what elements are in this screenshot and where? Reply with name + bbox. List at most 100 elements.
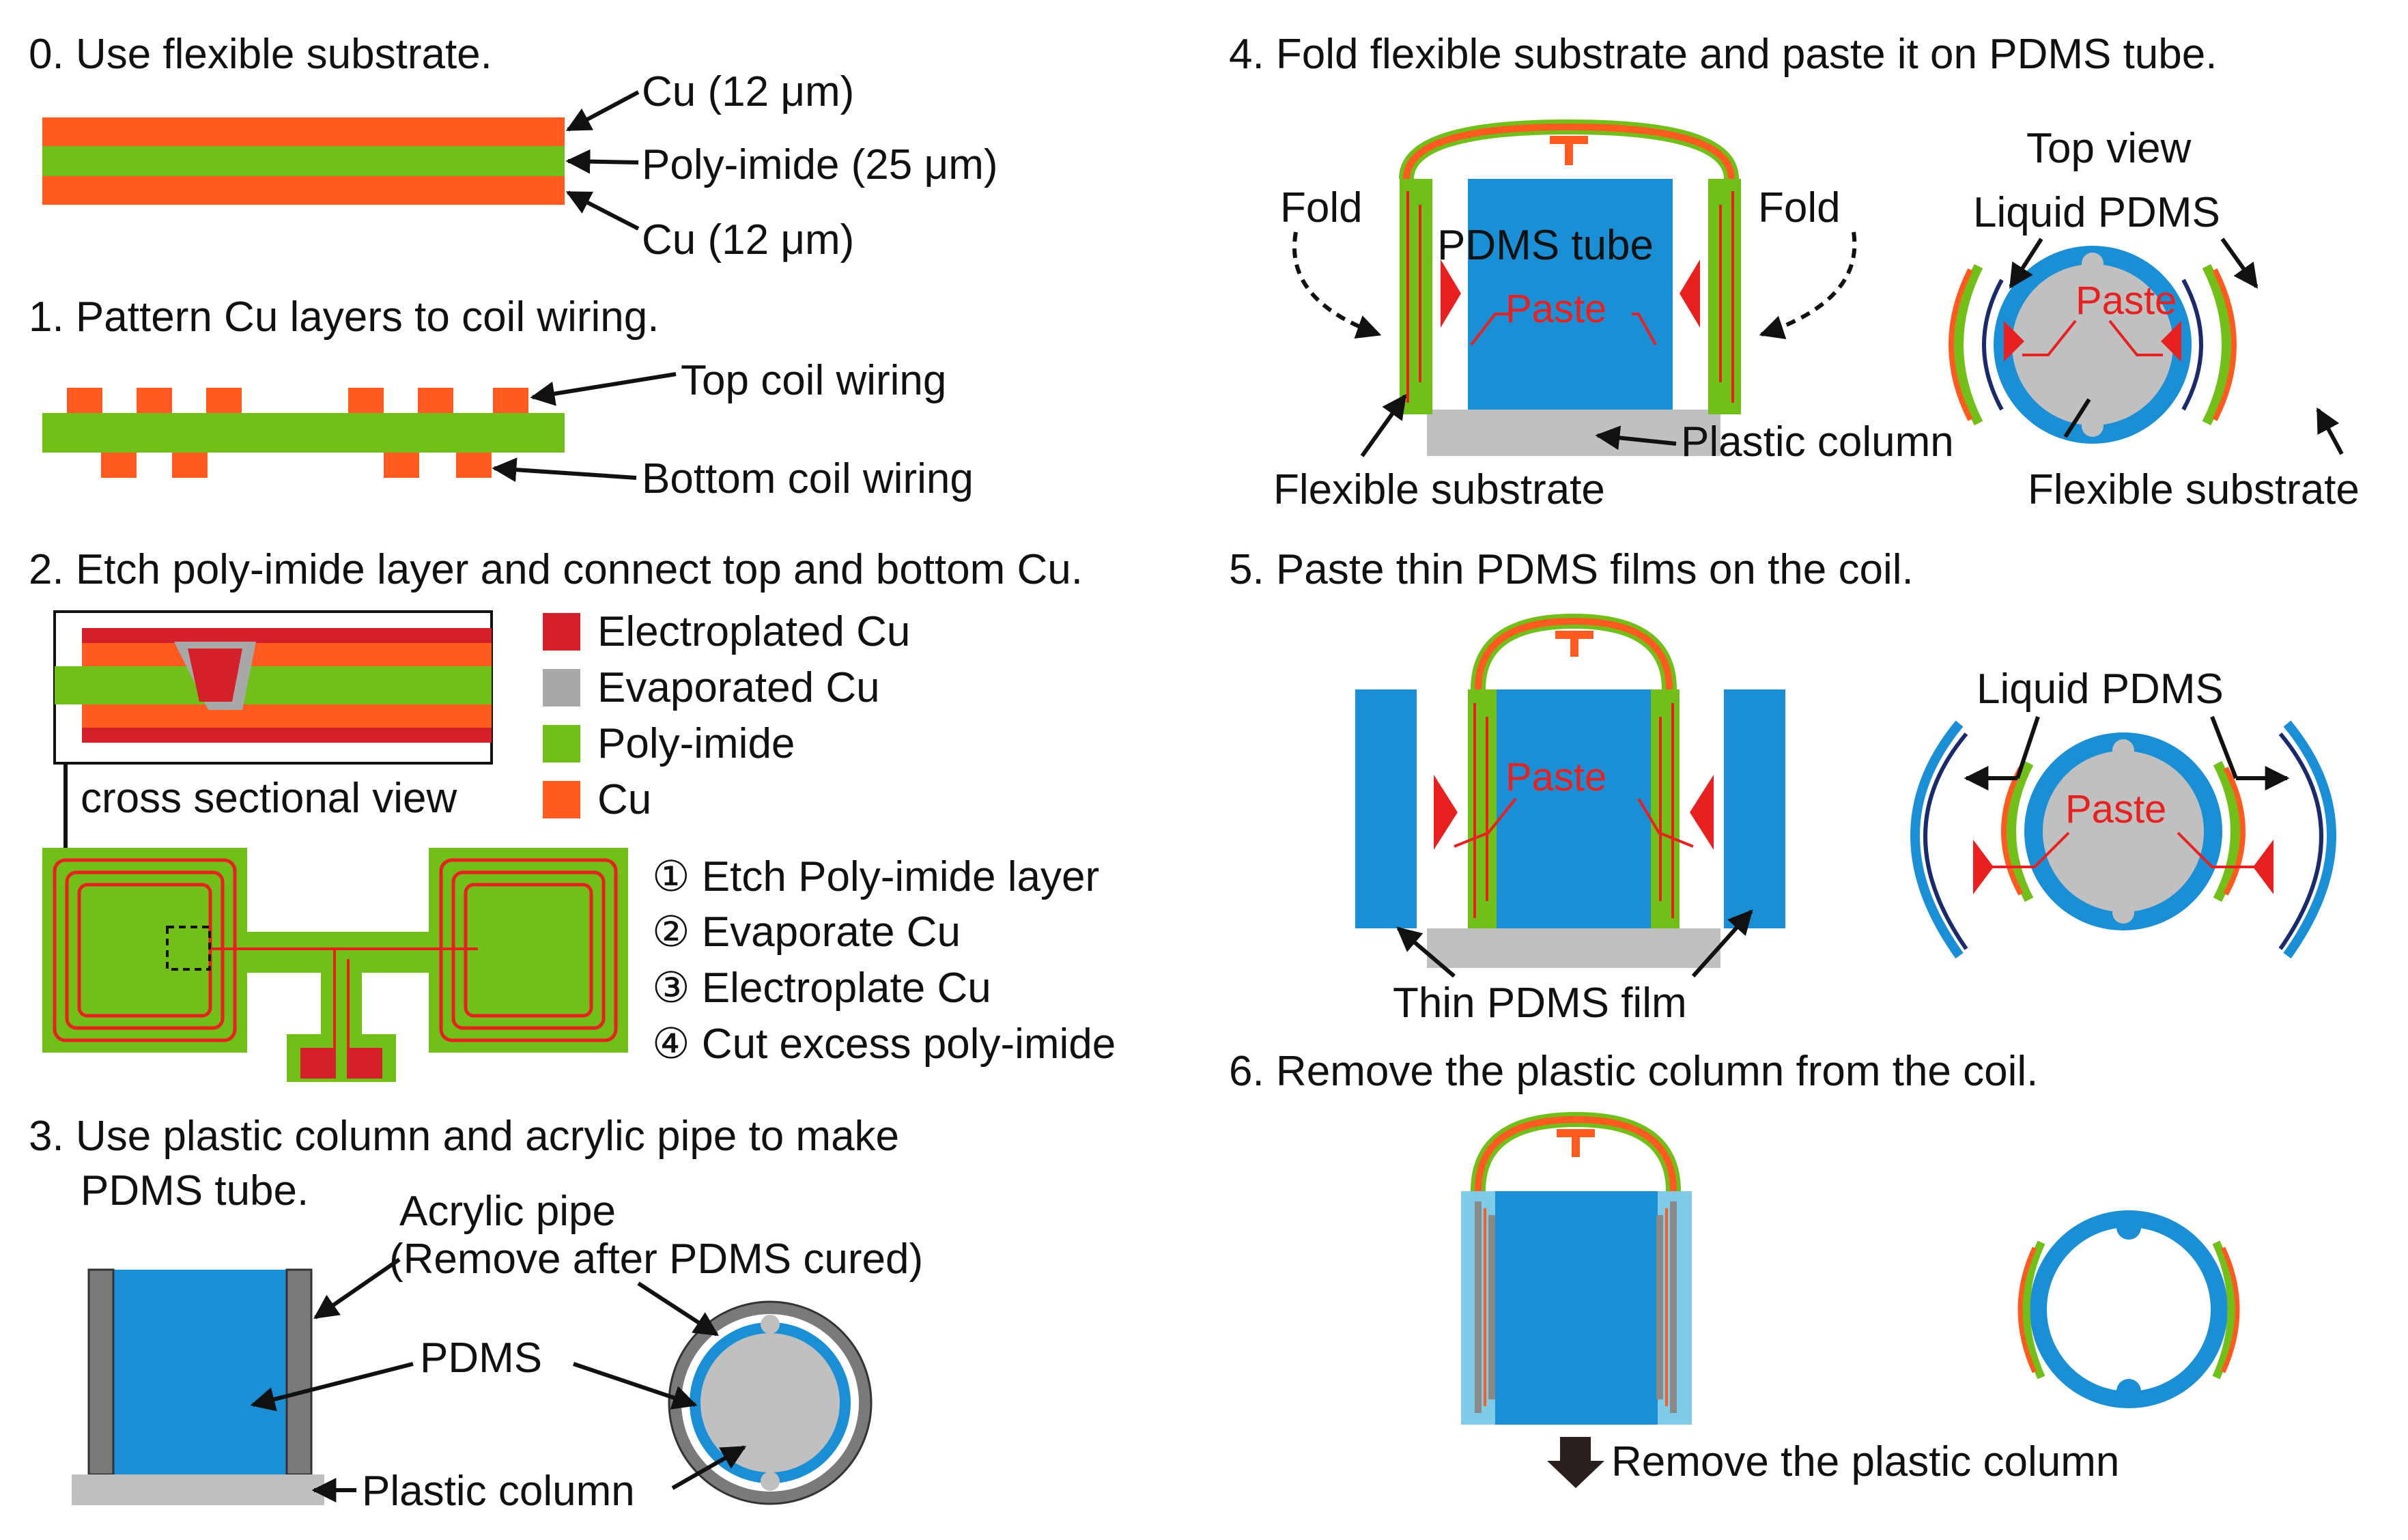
terminal-pad — [300, 1048, 336, 1079]
legend-swatch-cu — [543, 781, 580, 818]
tube-leader — [2063, 398, 2091, 438]
column-core — [2043, 751, 2204, 912]
cu-top-label: Cu (12 μm) — [642, 68, 854, 115]
plastic-column-base — [1427, 928, 1720, 968]
cu-bottom-arrow — [565, 190, 640, 231]
left-flap-wiring — [1406, 191, 1421, 403]
column-core — [2012, 264, 2173, 425]
cross-section-label: cross sectional view — [81, 775, 457, 822]
thin-film-arrow-left — [1396, 926, 1456, 978]
bottom-wiring-pad — [172, 453, 208, 478]
top-view-substrate-arrow — [2316, 407, 2344, 455]
column-top-arrow — [671, 1445, 747, 1490]
step0-title: 0. Use flexible substrate. — [29, 31, 492, 78]
liquid-pdms-arrow-left — [2009, 238, 2043, 289]
plastic-column-arrow — [1595, 425, 1677, 451]
liquid-pdms-left — [1923, 732, 1968, 950]
top-wiring-label: Top coil wiring — [681, 357, 946, 404]
paste-right — [1680, 259, 1700, 328]
inset-electroplated-top — [82, 628, 492, 643]
step4-top-view — [1949, 246, 2237, 444]
step3-title-line2: PDMS tube. — [81, 1167, 309, 1214]
top-wiring-pad — [493, 388, 528, 413]
bottom-wiring-arrow — [492, 457, 637, 483]
paste-left — [1973, 840, 1994, 894]
paste-right — [1690, 775, 1714, 850]
substrate-right — [2202, 263, 2231, 426]
paste-leader — [1992, 831, 2070, 868]
step2-substeps: ① Etch Poly-imide layer ② Evaporate Cu ③… — [652, 853, 1116, 1068]
paste-leader — [2108, 319, 2163, 356]
cu-bottom-label: Cu (12 μm) — [642, 216, 854, 263]
bottom-wiring-label: Bottom coil wiring — [642, 455, 974, 502]
folded-top-copper — [1475, 617, 1673, 690]
top-wiring-arrow — [530, 372, 677, 406]
flexible-substrate-layers — [42, 117, 565, 205]
left-flap — [1400, 179, 1432, 414]
substrate-right-cu — [2223, 767, 2246, 896]
inset-cu-top — [82, 643, 492, 666]
electroplated-via — [188, 648, 242, 702]
thin-film-arrow-right — [1691, 909, 1753, 978]
substrate-right — [2213, 760, 2240, 902]
patterned-substrate — [42, 388, 565, 478]
top-connector — [1550, 136, 1588, 165]
step2-title: 2. Etch poly-imide layer and connect top… — [29, 546, 1083, 593]
step6-top-view — [2017, 1210, 2240, 1408]
paste-leader — [1470, 313, 1509, 346]
left-coil-gray — [1475, 1201, 1495, 1413]
cu-layer-top — [42, 117, 565, 146]
step4-title: 4. Fold flexible substrate and paste it … — [1229, 31, 2217, 78]
column-notch — [2112, 739, 2134, 761]
paste-leader — [2177, 831, 2254, 868]
column-notch — [2082, 253, 2104, 274]
pdms-label: PDMS — [420, 1335, 542, 1382]
step6-title: 6. Remove the plastic column from the co… — [1229, 1048, 2038, 1095]
liquid-pdms-arrow-right — [2220, 238, 2258, 289]
thin-film-right-top — [2283, 720, 2336, 959]
paste-left — [1434, 775, 1458, 850]
paste-left — [1441, 259, 1461, 328]
folded-top-copper — [1475, 1115, 1677, 1192]
plastic-column-label: Plastic column — [362, 1468, 635, 1515]
coil-stem — [321, 956, 362, 1034]
top-view-flexible-substrate-label: Flexible substrate — [2028, 466, 2360, 513]
thin-film-left-top — [1910, 720, 1964, 959]
inset-polyimide — [55, 666, 492, 704]
step5-title: 5. Paste thin PDMS films on the coil. — [1229, 546, 1914, 593]
fold-right-label: Fold — [1758, 184, 1841, 231]
substrate-left-cu — [2001, 767, 2024, 896]
top-wiring-pad — [418, 388, 453, 413]
top-view-paste-label: Paste — [2076, 279, 2177, 323]
substep: ② Evaporate Cu — [652, 909, 961, 956]
legend-swatch-evaporated — [543, 669, 580, 707]
polyimide-layer — [42, 146, 565, 176]
substep: ④ Cut excess poly-imide — [652, 1021, 1116, 1068]
left-flap — [1468, 689, 1497, 928]
step4-flexible-substrate-label: Flexible substrate — [1273, 466, 1605, 513]
step1-title: 1. Pattern Cu layers to coil wiring. — [29, 294, 660, 341]
liquid-pdms-label: Liquid PDMS — [1973, 189, 2220, 236]
thin-pdms-film-left — [1355, 689, 1417, 928]
substep: ③ Electroplate Cu — [652, 965, 991, 1012]
pdms-mold-side-view — [72, 1268, 324, 1505]
remove-label: Remove the plastic column — [1611, 1438, 2119, 1485]
notch-top — [2116, 1215, 2141, 1240]
polyimide-label: Poly-imide (25 μm) — [642, 141, 998, 188]
pdms-tube — [1468, 179, 1673, 410]
pdms-tube-label: PDMS tube — [1437, 222, 1654, 269]
step5-top-view — [1910, 720, 2336, 959]
via-highlight-box — [166, 926, 211, 971]
top-wiring-pad — [137, 388, 172, 413]
substrate-right-cu — [2220, 1246, 2240, 1373]
notch-bottom — [2116, 1379, 2141, 1403]
legend-swatch-polyimide — [543, 725, 580, 762]
hollow-center — [2047, 1227, 2211, 1391]
left-flap-wiring — [1473, 703, 1488, 918]
liquid-pdms-right — [2278, 732, 2323, 950]
substrate-strip — [42, 413, 565, 453]
liquid-pdms-right — [2181, 279, 2203, 411]
plastic-column-base — [1427, 410, 1720, 456]
step5-paste-label: Paste — [1505, 755, 1606, 799]
